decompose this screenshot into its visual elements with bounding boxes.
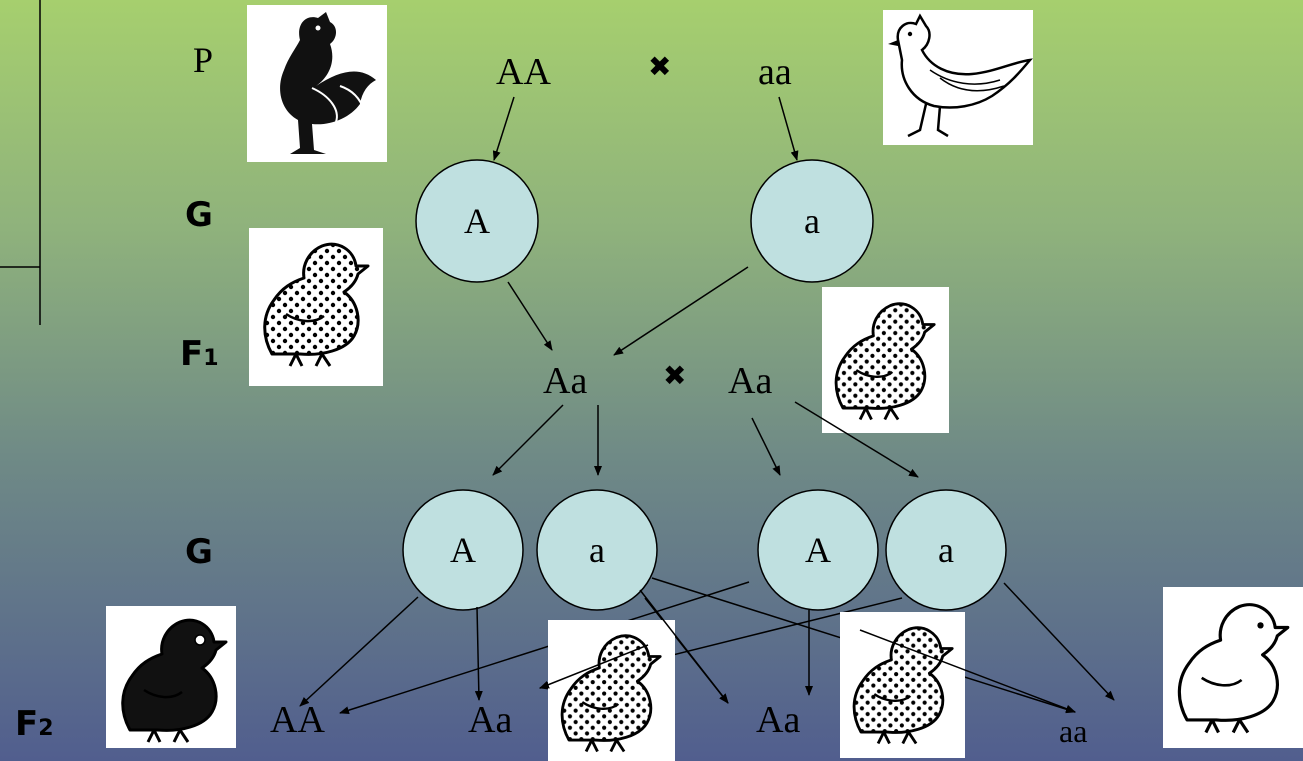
- arrow-f1-g2-1: [492, 404, 564, 476]
- f1-chick-right-picture: [822, 287, 949, 433]
- f2-black-chick-picture: [106, 606, 236, 748]
- gamete-label-5: A: [805, 530, 831, 570]
- arrow-f1-g2-3: [751, 417, 781, 476]
- arrow-g2-f2-8: [1003, 582, 1115, 701]
- rooster-icon: [280, 12, 376, 154]
- gamete-circle-5: A: [757, 489, 879, 611]
- hen-picture: [883, 10, 1033, 145]
- gamete-circle-4: a: [536, 489, 658, 611]
- arrow-overlay-1: [639, 589, 729, 704]
- black-chick-icon: [121, 618, 228, 744]
- row-label-f2: F2: [15, 704, 54, 744]
- arrow-f1-g2-4: [794, 401, 919, 478]
- f1-genotype-left: Aa: [543, 360, 587, 402]
- row-label-g2: G: [185, 532, 213, 572]
- gamete-label-6: a: [938, 530, 954, 570]
- row-label-g1: G: [185, 195, 213, 235]
- arrow-p-left: [492, 96, 515, 161]
- arrow-g1-right: [613, 266, 749, 356]
- white-chick-icon: [1177, 603, 1290, 735]
- f2-genotype-2: Aa: [468, 699, 512, 741]
- gamete-label-1: A: [464, 201, 490, 241]
- arrow-g2-f2-3: [339, 581, 750, 715]
- f2-speckled-chick-picture-1: [548, 620, 675, 761]
- arrow-overlay-3: [539, 644, 649, 689]
- f1-genotype-right: Aa: [728, 360, 772, 402]
- arrow-overlay-2: [859, 629, 1076, 713]
- row-label-p: P: [193, 40, 213, 80]
- hen-icon: [888, 13, 1033, 138]
- f2-genotype-4: aa: [1059, 713, 1087, 749]
- gamete-circle-3: A: [402, 489, 524, 611]
- gamete-circle-6: a: [885, 489, 1007, 611]
- gamete-label-3: A: [450, 530, 476, 570]
- arrow-g1-left: [507, 281, 553, 351]
- cross-symbol-f1: ✖: [663, 361, 686, 392]
- parent-genotype-right: aa: [758, 51, 792, 93]
- f1-chick-left-picture: [249, 228, 383, 386]
- arrow-p-right: [778, 96, 799, 161]
- f1-letter: F: [180, 334, 203, 374]
- f2-genotype-1: AA: [270, 699, 325, 741]
- gamete-label-2: a: [804, 201, 820, 241]
- f2-genotype-3: Aa: [756, 699, 800, 741]
- f2-subscript: 2: [38, 716, 53, 741]
- f2-letter: F: [15, 704, 38, 744]
- gamete-circle-1: A: [415, 159, 539, 283]
- gamete-label-4: a: [589, 530, 605, 570]
- f1-subscript: 1: [203, 346, 218, 371]
- f2-speckled-chick-picture-2: [840, 612, 965, 758]
- rooster-picture: [247, 5, 387, 162]
- f2-white-chick-picture: [1163, 587, 1303, 748]
- parent-genotype-left: AA: [496, 51, 551, 93]
- cross-symbol-p: ✖: [648, 52, 671, 83]
- arrow-g2-f2-1: [299, 596, 419, 707]
- gamete-circle-2: a: [750, 159, 874, 283]
- arrow-g2-f2-2: [474, 606, 483, 701]
- row-label-f1: F1: [180, 334, 219, 374]
